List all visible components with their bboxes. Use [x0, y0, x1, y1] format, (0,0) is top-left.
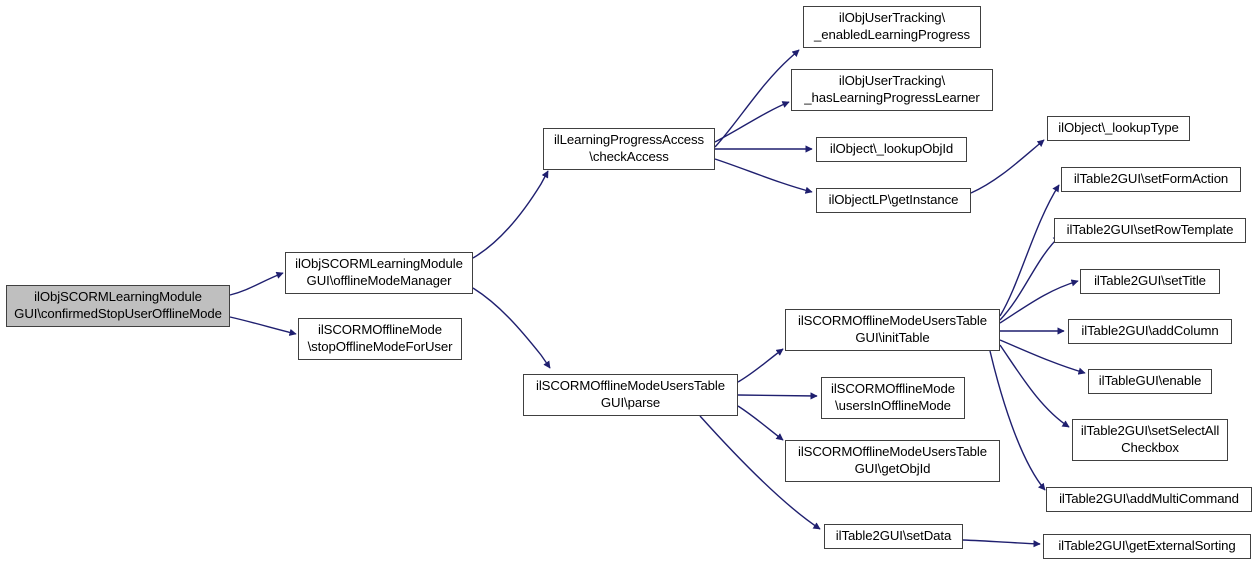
graph-node-n2[interactable]: ilSCORMOfflineMode \stopOfflineModeForUs… [298, 318, 462, 360]
graph-node-n12[interactable]: ilTable2GUI\setData [824, 524, 963, 549]
call-edge-n8-to-n13 [970, 139, 1045, 194]
graph-node-label: ilObjUserTracking\ _hasLearningProgressL… [804, 73, 980, 105]
graph-node-label: ilObject\_lookupType [1058, 120, 1179, 136]
graph-node-n6[interactable]: ilObjUserTracking\ _hasLearningProgressL… [791, 69, 993, 111]
graph-node-label: ilTable2GUI\setFormAction [1073, 171, 1229, 187]
call-edge-n1-to-n3 [472, 170, 549, 259]
call-edge-n12-to-n21 [962, 539, 1041, 548]
call-edge-n3-to-n8 [714, 158, 813, 194]
graph-node-label: ilLearningProgressAccess \checkAccess [553, 132, 705, 164]
graph-node-label: ilTable2GUI\setTitle [1094, 273, 1206, 289]
graph-node-label: ilSCORMOfflineMode \usersInOfflineMode [830, 381, 955, 413]
graph-node-label: ilObjectLP\getInstance [828, 192, 959, 208]
graph-node-label: ilObject\_lookupObjId [829, 141, 954, 157]
graph-node-n17[interactable]: ilTable2GUI\addColumn [1068, 319, 1232, 344]
graph-node-label: ilObjSCORMLearningModule GUI\offlineMode… [295, 256, 463, 288]
graph-node-n21[interactable]: ilTable2GUI\getExternalSorting [1043, 534, 1251, 559]
graph-node-label: ilTable2GUI\getExternalSorting [1058, 538, 1236, 554]
graph-node-n16[interactable]: ilTable2GUI\setTitle [1080, 269, 1220, 294]
call-edge-n4-to-n11 [737, 405, 784, 441]
graph-node-label: ilTableGUI\enable [1098, 373, 1202, 389]
call-edge-n9-to-n19 [999, 344, 1070, 428]
graph-node-label: ilTable2GUI\addMultiCommand [1059, 491, 1239, 507]
graph-node-n11[interactable]: ilSCORMOfflineModeUsersTable GUI\getObjI… [785, 440, 1000, 482]
graph-node-n18[interactable]: ilTableGUI\enable [1088, 369, 1212, 394]
call-edge-n4-to-n9 [737, 348, 784, 383]
graph-node-n14[interactable]: ilTable2GUI\setFormAction [1061, 167, 1241, 192]
graph-node-n5[interactable]: ilObjUserTracking\ _enabledLearningProgr… [803, 6, 981, 48]
graph-node-label: ilObjUserTracking\ _enabledLearningProgr… [814, 10, 970, 42]
graph-node-label: ilTable2GUI\setSelectAll Checkbox [1080, 423, 1220, 455]
graph-node-label: ilObjSCORMLearningModule GUI\confirmedSt… [14, 289, 222, 321]
graph-node-n8[interactable]: ilObjectLP\getInstance [816, 188, 971, 213]
call-edge-n9-to-n15 [999, 235, 1061, 321]
call-edge-n1-to-n4 [472, 287, 551, 369]
call-edge-n3-to-n6 [714, 101, 790, 143]
call-edge-n0-to-n1 [229, 271, 284, 296]
call-edge-n3-to-n5 [714, 49, 800, 148]
graph-node-label: ilSCORMOfflineModeUsersTable GUI\initTab… [798, 313, 987, 345]
graph-node-n13[interactable]: ilObject\_lookupType [1047, 116, 1190, 141]
graph-node-label: ilTable2GUI\setData [835, 528, 952, 544]
graph-node-n10[interactable]: ilSCORMOfflineMode \usersInOfflineMode [821, 377, 965, 419]
graph-node-n4[interactable]: ilSCORMOfflineModeUsersTable GUI\parse [523, 374, 738, 416]
graph-node-n19[interactable]: ilTable2GUI\setSelectAll Checkbox [1072, 419, 1228, 461]
call-edge-n4-to-n10 [737, 392, 818, 400]
graph-node-n3[interactable]: ilLearningProgressAccess \checkAccess [543, 128, 715, 170]
graph-node-n20[interactable]: ilTable2GUI\addMultiCommand [1046, 487, 1252, 512]
call-edge-n9-to-n18 [999, 339, 1086, 375]
graph-node-n0[interactable]: ilObjSCORMLearningModule GUI\confirmedSt… [6, 285, 230, 327]
graph-node-n15[interactable]: ilTable2GUI\setRowTemplate [1054, 218, 1246, 243]
graph-node-label: ilSCORMOfflineMode \stopOfflineModeForUs… [307, 322, 453, 354]
call-edge-n9-to-n14 [999, 184, 1060, 317]
graph-node-n9[interactable]: ilSCORMOfflineModeUsersTable GUI\initTab… [785, 309, 1000, 351]
graph-node-n7[interactable]: ilObject\_lookupObjId [816, 137, 967, 162]
graph-node-label: ilSCORMOfflineModeUsersTable GUI\parse [536, 378, 725, 410]
graph-node-label: ilSCORMOfflineModeUsersTable GUI\getObjI… [798, 444, 987, 476]
graph-node-label: ilTable2GUI\addColumn [1081, 323, 1219, 339]
call-edge-n9-to-n16 [999, 279, 1079, 324]
graph-node-n1[interactable]: ilObjSCORMLearningModule GUI\offlineMode… [285, 252, 473, 294]
graph-node-label: ilTable2GUI\setRowTemplate [1066, 222, 1234, 238]
call-edge-n0-to-n2 [229, 316, 297, 336]
